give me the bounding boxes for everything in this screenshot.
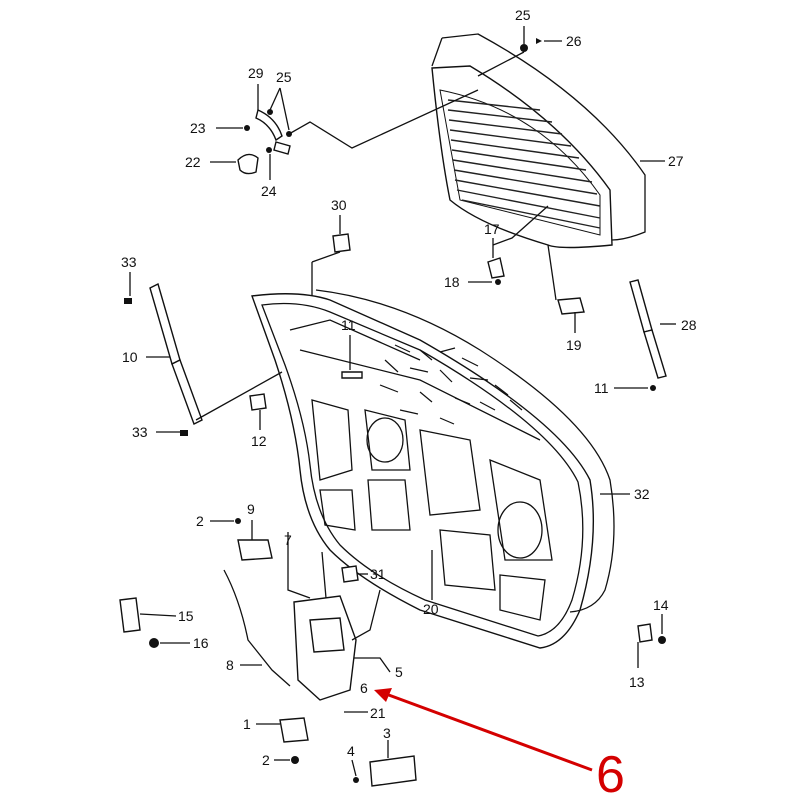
label-21: 21 bbox=[370, 705, 386, 721]
label-13: 13 bbox=[629, 674, 645, 690]
hatched-area bbox=[379, 344, 523, 425]
label-2-upper: 2 bbox=[196, 513, 204, 529]
label-33-top: 33 bbox=[121, 254, 137, 270]
label-10: 10 bbox=[122, 349, 138, 365]
label-6: 6 bbox=[360, 680, 368, 696]
weatherstrip bbox=[315, 289, 615, 613]
label-11-upper: 11 bbox=[341, 317, 356, 333]
label-23: 23 bbox=[190, 120, 206, 136]
label-8: 8 bbox=[226, 657, 234, 673]
rear-glass bbox=[431, 65, 613, 249]
label-9: 9 bbox=[247, 501, 255, 517]
part-labels: 25 26 29 25 23 22 24 27 30 17 18 33 10 3… bbox=[121, 7, 697, 768]
label-26: 26 bbox=[566, 33, 582, 49]
label-16: 16 bbox=[193, 635, 209, 651]
label-2-lower: 2 bbox=[262, 752, 270, 768]
leader-lines bbox=[129, 26, 676, 777]
label-19: 19 bbox=[566, 337, 582, 353]
label-27: 27 bbox=[668, 153, 684, 169]
label-29: 29 bbox=[248, 65, 264, 81]
label-18: 18 bbox=[444, 274, 460, 290]
label-11-right: 11 bbox=[594, 380, 609, 396]
label-17: 17 bbox=[484, 221, 500, 237]
label-25-top: 25 bbox=[515, 7, 531, 23]
label-22: 22 bbox=[185, 154, 201, 170]
label-31: 31 bbox=[370, 566, 386, 582]
tailgate-panel bbox=[251, 293, 595, 649]
callout-label: 6 bbox=[596, 746, 625, 800]
label-28: 28 bbox=[681, 317, 697, 333]
label-14: 14 bbox=[653, 597, 669, 613]
label-1: 1 bbox=[243, 716, 251, 732]
label-15: 15 bbox=[178, 608, 194, 624]
label-12: 12 bbox=[251, 433, 267, 449]
glass-seal bbox=[441, 33, 646, 241]
callout-arrow bbox=[374, 688, 593, 772]
label-4: 4 bbox=[347, 743, 355, 759]
label-7: 7 bbox=[284, 532, 292, 548]
label-20: 20 bbox=[423, 601, 439, 617]
label-33-bottom: 33 bbox=[132, 424, 148, 440]
label-25-hinge: 25 bbox=[276, 69, 292, 85]
label-24: 24 bbox=[261, 183, 277, 199]
label-30: 30 bbox=[331, 197, 347, 213]
label-3: 3 bbox=[383, 725, 391, 741]
label-5: 5 bbox=[395, 664, 403, 680]
label-32: 32 bbox=[634, 486, 650, 502]
